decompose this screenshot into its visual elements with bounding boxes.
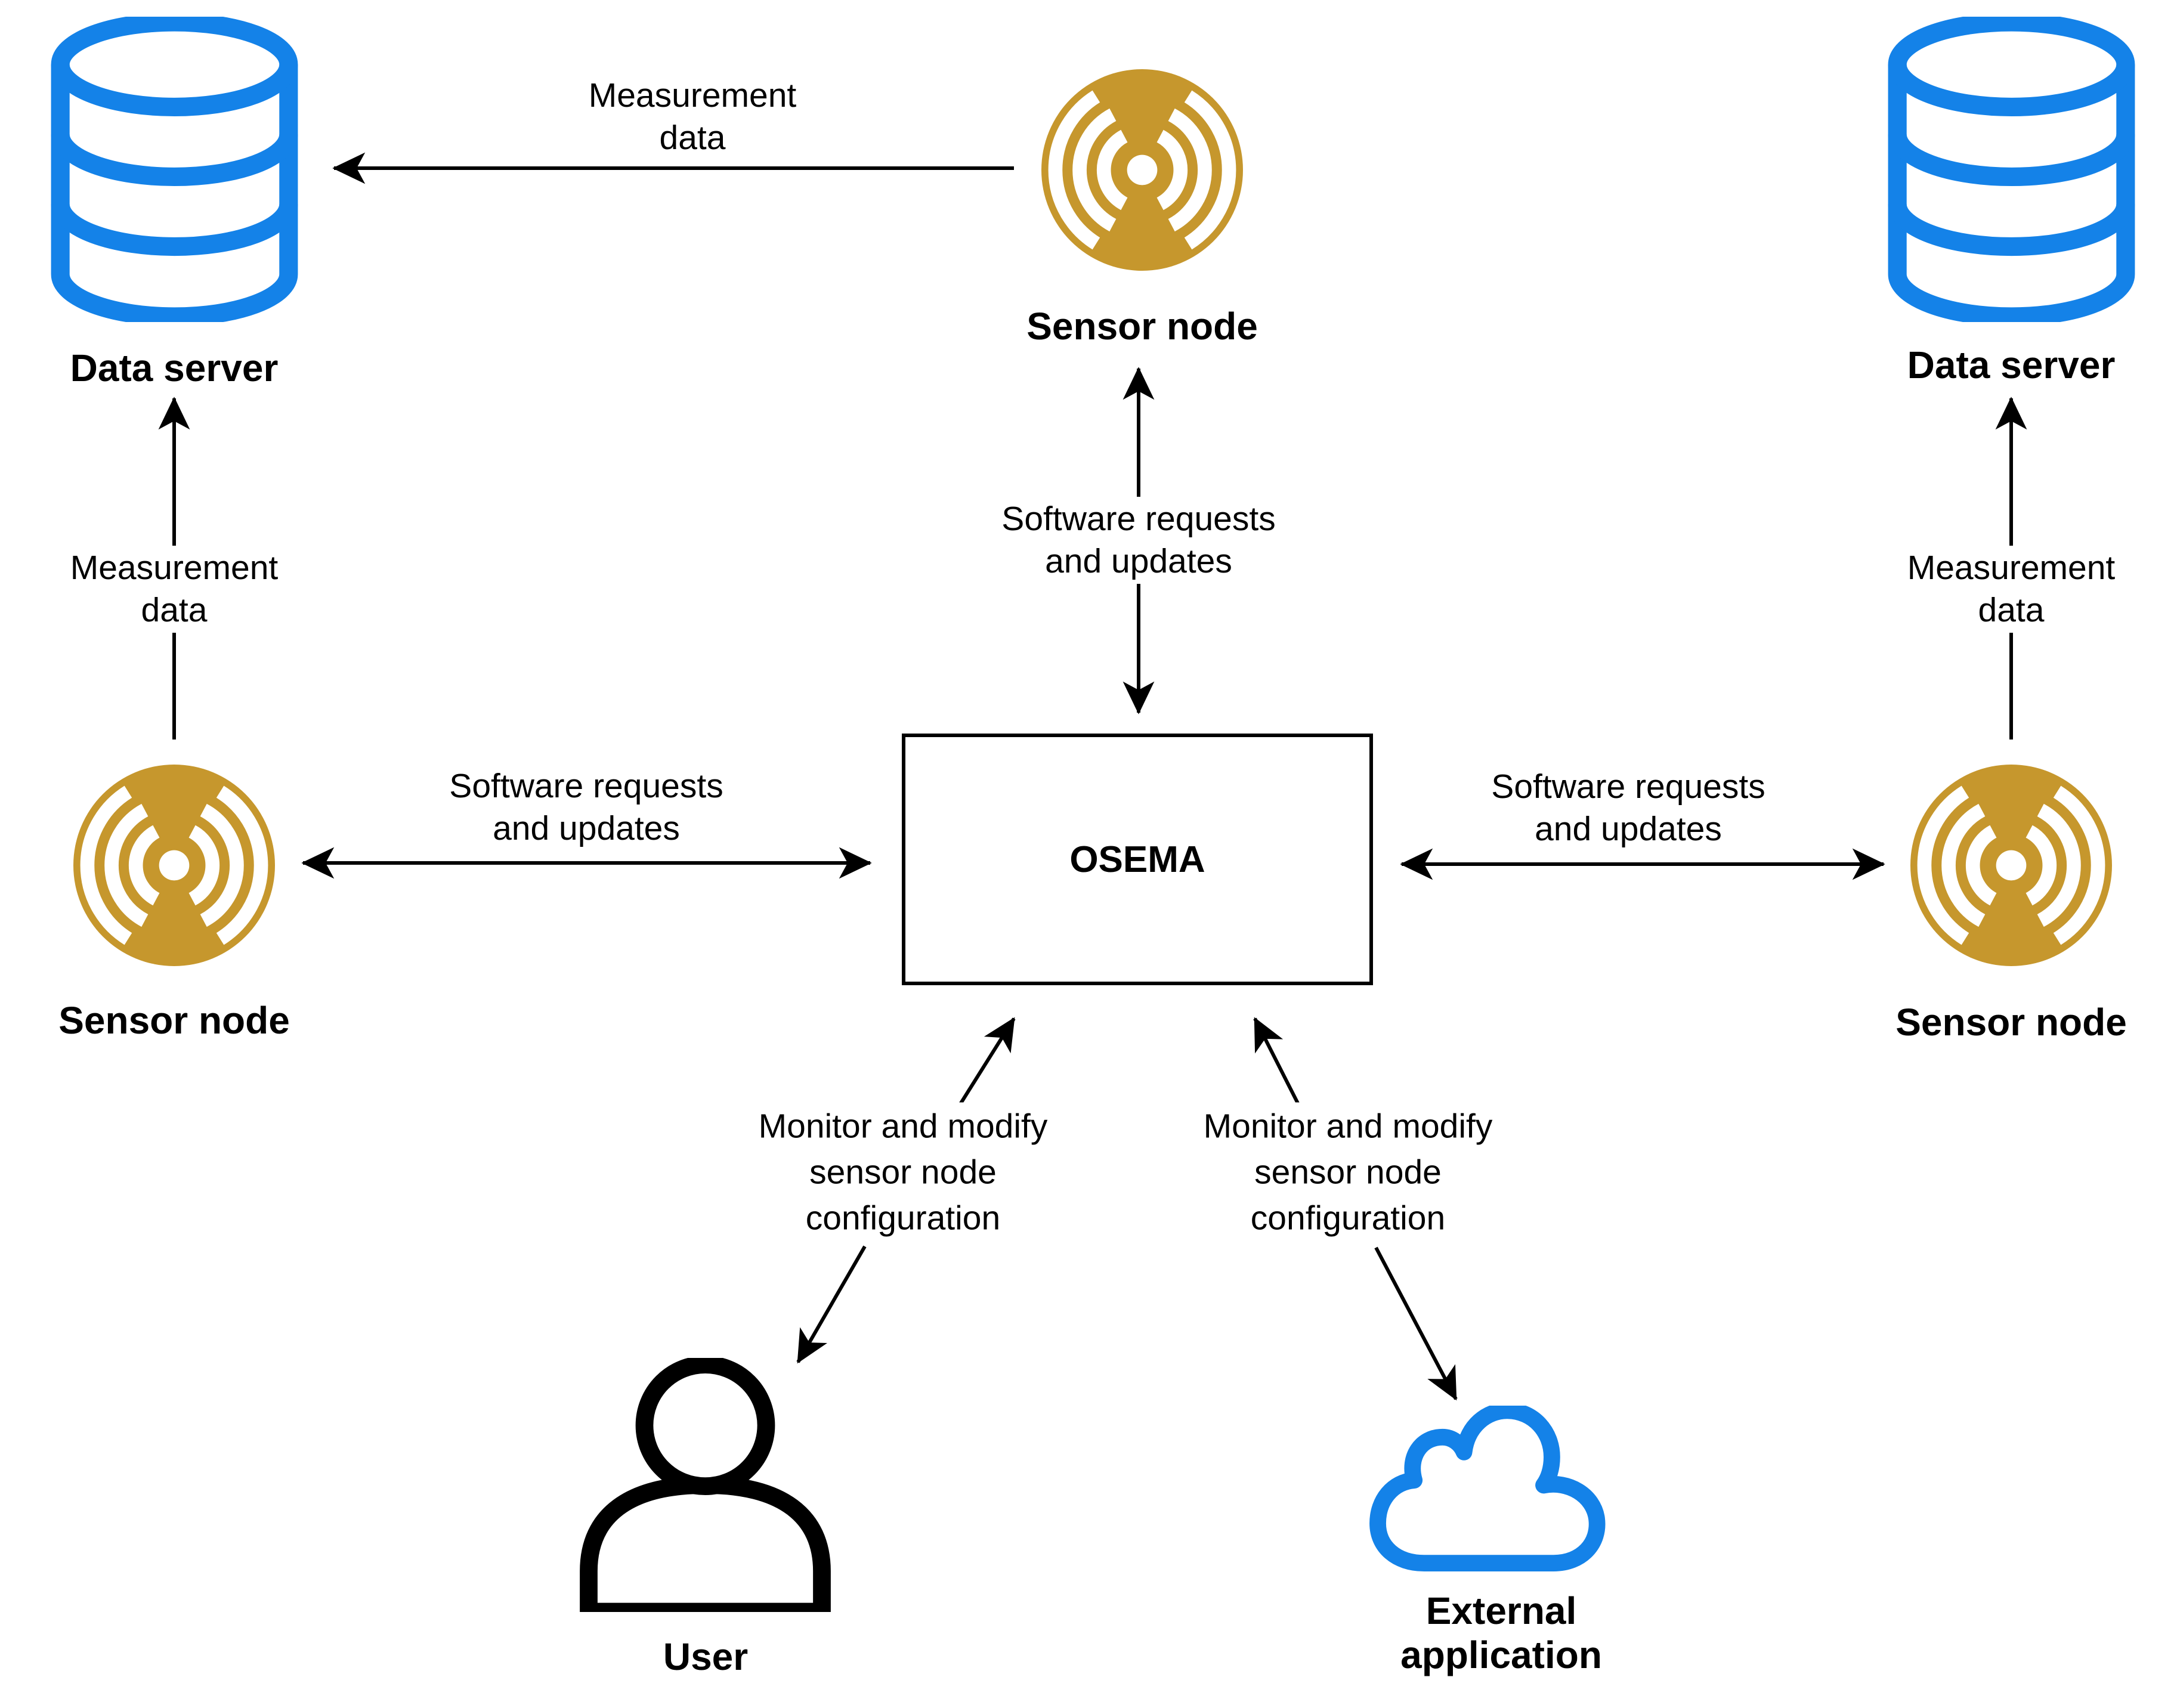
edge-label-monitor-user: Monitor and modify sensor node configura…	[752, 1102, 1054, 1243]
edge-label-software-top: Software requests and updates	[995, 497, 1282, 584]
sensor-node-icon	[1041, 69, 1243, 271]
osema-box: OSEMA	[902, 734, 1373, 985]
edge-label-measurement-top: Measurement data	[582, 73, 803, 160]
sensor-node-left-label: Sensor node	[58, 999, 290, 1042]
data-server-left-label: Data server	[70, 346, 279, 389]
database-icon	[1879, 17, 2144, 322]
user-icon	[579, 1358, 832, 1612]
arrow-monitor-user-down	[796, 1245, 867, 1364]
sensor-node-icon	[73, 765, 275, 966]
sensor-node-right-label: Sensor node	[1895, 1001, 2127, 1044]
cloud-icon	[1369, 1406, 1635, 1571]
edge-label-measurement-right: Measurement data	[1901, 546, 2122, 633]
arrow-monitor-external-down	[1374, 1246, 1458, 1401]
external-application-label: External application	[1400, 1589, 1602, 1676]
arrow-monitor-user-up	[951, 1017, 1016, 1118]
data-server-right-label: Data server	[1907, 344, 2116, 386]
sensor-node-top-label: Sensor node	[1026, 305, 1258, 348]
edge-label-measurement-left: Measurement data	[64, 546, 285, 633]
database-icon	[42, 17, 307, 322]
edge-label-software-left: Software requests and updates	[443, 764, 729, 851]
sensor-node-icon	[1910, 765, 2112, 966]
edge-label-software-right: Software requests and updates	[1485, 765, 1771, 852]
arrow-monitor-external-up	[1253, 1017, 1300, 1106]
edge-label-monitor-external: Monitor and modify sensor node configura…	[1197, 1102, 1499, 1243]
osema-label: OSEMA	[1069, 838, 1205, 880]
user-label: User	[663, 1635, 749, 1678]
